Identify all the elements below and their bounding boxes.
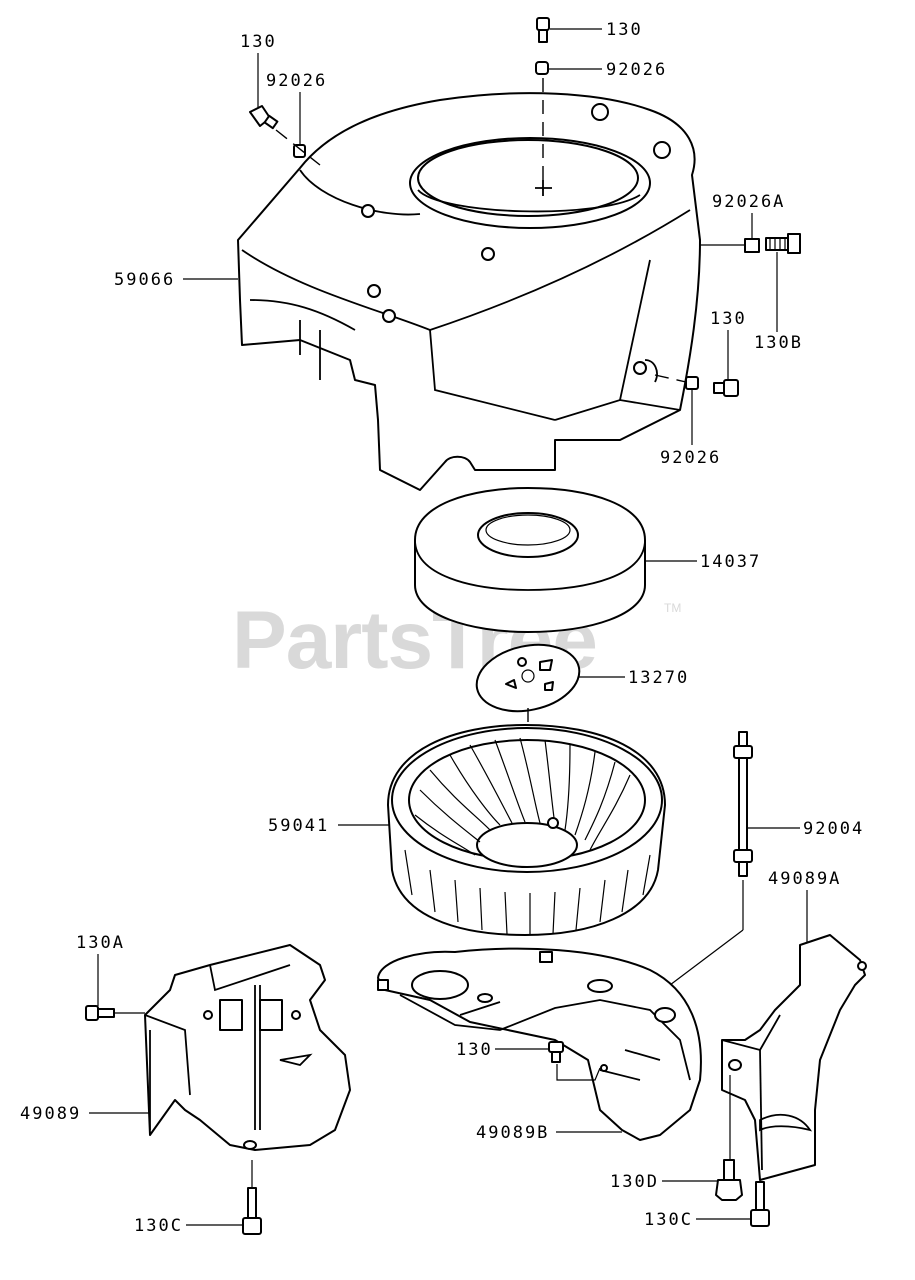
callout-92026-top: 92026 bbox=[549, 60, 667, 80]
callout-130-mid: 130 bbox=[456, 1040, 548, 1060]
callout-92026A: 92026A bbox=[712, 192, 785, 239]
baffle-49089A[interactable] bbox=[721, 934, 867, 1181]
bolt-130C-right[interactable] bbox=[750, 1181, 770, 1227]
callout-59066: 59066 bbox=[114, 270, 238, 290]
svg-text:92026: 92026 bbox=[660, 448, 721, 468]
callout-13270: 13270 bbox=[578, 668, 689, 688]
callout-130C-right: 130C bbox=[644, 1210, 751, 1230]
svg-text:130C: 130C bbox=[134, 1216, 183, 1236]
svg-text:49089B: 49089B bbox=[476, 1123, 549, 1143]
svg-text:130: 130 bbox=[710, 309, 747, 329]
callout-130-topleft: 130 bbox=[240, 32, 277, 108]
bolt-130-topleft[interactable] bbox=[249, 105, 279, 130]
watermark-trademark: TM bbox=[664, 601, 681, 615]
svg-text:130: 130 bbox=[606, 20, 643, 40]
stud-92004[interactable] bbox=[733, 731, 753, 877]
plate-14037[interactable] bbox=[414, 487, 646, 633]
callout-130-top: 130 bbox=[550, 20, 643, 40]
callout-130-right: 130 bbox=[710, 309, 747, 380]
bolt-130D[interactable] bbox=[715, 1159, 743, 1201]
callout-49089B: 49089B bbox=[476, 1123, 622, 1143]
callout-130B: 130B bbox=[754, 252, 803, 353]
collar-92026-top[interactable] bbox=[535, 61, 549, 75]
baffle-49089B[interactable] bbox=[377, 947, 702, 1141]
svg-text:92026: 92026 bbox=[266, 71, 327, 91]
bolt-130A[interactable] bbox=[85, 1005, 115, 1021]
callout-49089: 49089 bbox=[20, 1104, 150, 1124]
svg-text:13270: 13270 bbox=[628, 668, 689, 688]
bolt-130-right[interactable] bbox=[713, 379, 739, 397]
svg-text:92026: 92026 bbox=[606, 60, 667, 80]
bolt-130-top[interactable] bbox=[536, 17, 550, 43]
svg-text:130D: 130D bbox=[610, 1172, 659, 1192]
blower-housing-59066[interactable] bbox=[237, 92, 701, 491]
plate-13270[interactable] bbox=[470, 636, 585, 720]
svg-text:49089: 49089 bbox=[20, 1104, 81, 1124]
svg-text:59066: 59066 bbox=[114, 270, 175, 290]
svg-text:59041: 59041 bbox=[268, 816, 329, 836]
callout-92026-right: 92026 bbox=[660, 389, 721, 468]
svg-text:92004: 92004 bbox=[803, 819, 864, 839]
collar-92026-right[interactable] bbox=[685, 376, 699, 390]
callout-130D: 130D bbox=[610, 1172, 718, 1192]
callout-14037: 14037 bbox=[645, 552, 761, 572]
svg-text:130: 130 bbox=[456, 1040, 493, 1060]
callout-92004: 92004 bbox=[748, 819, 864, 839]
svg-text:92026A: 92026A bbox=[712, 192, 785, 212]
bolt-130C-left[interactable] bbox=[242, 1187, 262, 1235]
callout-130C-left: 130C bbox=[134, 1216, 243, 1236]
fan-59041[interactable] bbox=[387, 724, 666, 936]
callout-130A: 130A bbox=[76, 933, 145, 1014]
callout-59041: 59041 bbox=[268, 816, 390, 836]
svg-text:130: 130 bbox=[240, 32, 277, 52]
baffle-49089[interactable] bbox=[144, 944, 351, 1151]
callout-49089A: 49089A bbox=[768, 869, 841, 942]
svg-text:130C: 130C bbox=[644, 1210, 693, 1230]
svg-text:130B: 130B bbox=[754, 333, 803, 353]
svg-text:49089A: 49089A bbox=[768, 869, 841, 889]
callout-92026-topleft: 92026 bbox=[266, 71, 327, 145]
svg-text:14037: 14037 bbox=[700, 552, 761, 572]
bolt-130-mid[interactable] bbox=[548, 1041, 564, 1063]
bolt-130B[interactable] bbox=[765, 233, 801, 254]
collar-92026A[interactable] bbox=[744, 238, 760, 253]
svg-text:130A: 130A bbox=[76, 933, 125, 953]
